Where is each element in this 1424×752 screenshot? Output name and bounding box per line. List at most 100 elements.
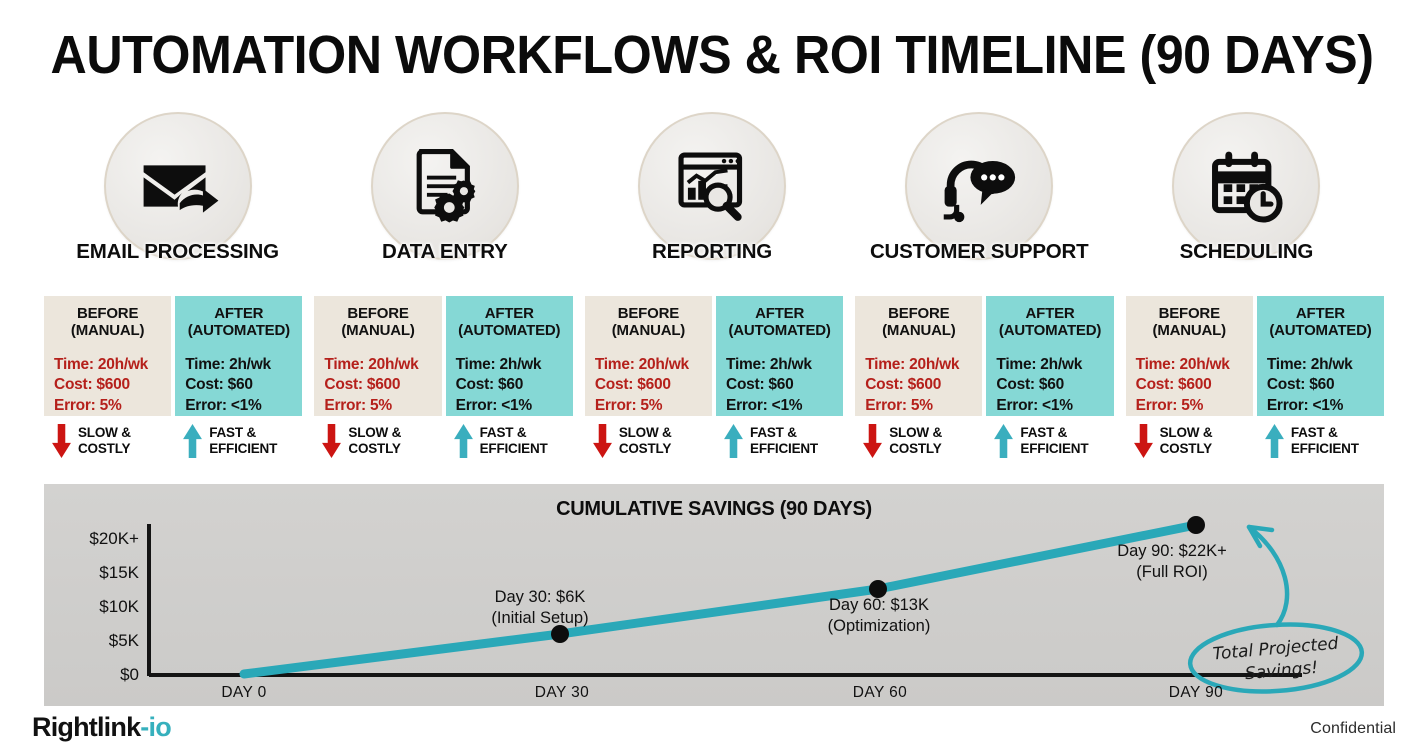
after-header: AFTER (AUTOMATED) xyxy=(716,296,844,348)
comparison-row: BEFORE (MANUAL) Time: 20h/wk Cost: $600 … xyxy=(855,296,1114,416)
after-header: AFTER (AUTOMATED) xyxy=(1256,296,1385,348)
logo[interactable]: Rightlink-io xyxy=(32,712,172,743)
headset-chat-icon xyxy=(943,160,1016,223)
before-verdict: SLOW & COSTLY xyxy=(585,424,712,458)
before-cost: Cost: $600 xyxy=(324,376,401,394)
after-cell: AFTER (AUTOMATED) Time: 2h/wk Cost: $60 … xyxy=(1256,296,1385,416)
workflow-label: REPORTING xyxy=(651,240,773,263)
arrow-down-icon xyxy=(1133,424,1153,458)
x-tick-label: DAY 0 xyxy=(221,684,266,701)
y-tick-label: $10K xyxy=(99,597,139,616)
before-time: Time: 20h/wk xyxy=(594,356,689,373)
verdict-line2: EFFICIENT xyxy=(1290,441,1359,456)
dashboard-magnifier-icon xyxy=(678,152,743,221)
workflow-icon-reporting[interactable]: REPORTING xyxy=(578,112,845,277)
after-verdict: FAST & EFFICIENT xyxy=(986,424,1113,458)
after-header-line2: (AUTOMATED) xyxy=(187,322,290,339)
document-gears-icon xyxy=(416,149,476,223)
after-header-line1: AFTER xyxy=(1025,304,1075,322)
arrow-up-icon xyxy=(994,424,1014,458)
cumulative-savings-chart: CUMULATIVE SAVINGS (90 DAYS) $20K+ $15K … xyxy=(44,484,1384,706)
after-header-line1: AFTER xyxy=(755,304,805,322)
chart-svg: $20K+ $15K $10K $5K $0 Day 30: $6K (Init… xyxy=(89,516,1365,701)
verdict-line2: EFFICIENT xyxy=(209,441,278,456)
verdict-line2: COSTLY xyxy=(889,441,942,456)
after-verdict: FAST & EFFICIENT xyxy=(1257,424,1384,458)
verdict-row: SLOW & COSTLY FAST & EFFICIENT xyxy=(585,424,843,458)
workflow-icon-customer-support[interactable]: CUSTOMER SUPPORT xyxy=(846,112,1113,277)
workflow-icon-data-entry[interactable]: DATA ENTRY xyxy=(311,112,578,277)
comparison-group-email: BEFORE (MANUAL) Time: 20h/wk Cost: $600 … xyxy=(44,296,303,480)
after-header-line2: (AUTOMATED) xyxy=(998,322,1102,339)
calendar-clock-icon xyxy=(1212,151,1283,223)
callout-arrow xyxy=(1246,524,1290,628)
after-metrics: Time: 2h/wk Cost: $60 Error: <1% xyxy=(175,348,303,416)
verdict-line1: FAST & xyxy=(209,424,257,440)
before-header-line1: BEFORE xyxy=(1158,304,1221,322)
y-tick-label: $20K+ xyxy=(89,529,139,548)
before-verdict-text: SLOW & COSTLY xyxy=(78,425,131,457)
icon-circle xyxy=(638,112,786,260)
after-header-line1: AFTER xyxy=(484,304,534,322)
after-header: AFTER (AUTOMATED) xyxy=(986,296,1114,348)
comparison-group-scheduling: BEFORE (MANUAL) Time: 20h/wk Cost: $600 … xyxy=(1125,296,1385,480)
point-label-day60-line2: (Optimization) xyxy=(828,617,931,635)
envelope-forward-icon xyxy=(143,165,219,213)
after-time: Time: 2h/wk xyxy=(996,356,1083,373)
before-header-line2: (MANUAL) xyxy=(341,322,415,339)
after-cell: AFTER (AUTOMATED) Time: 2h/wk Cost: $60 … xyxy=(445,296,573,416)
data-point-day90 xyxy=(1187,516,1205,534)
arrow-down-icon xyxy=(322,424,342,458)
comparison-row: BEFORE (MANUAL) Time: 20h/wk Cost: $600 … xyxy=(584,296,844,416)
before-time: Time: 20h/wk xyxy=(865,356,960,373)
arrow-down-icon xyxy=(52,424,71,458)
workflow-icon-email[interactable]: EMAIL PROCESSING xyxy=(44,112,311,277)
confidential-label: Confidential xyxy=(1310,720,1396,737)
icon-circle xyxy=(905,112,1054,260)
verdict-row: SLOW & COSTLY FAST & EFFICIENT xyxy=(855,424,1113,458)
before-verdict-text: SLOW & COSTLY xyxy=(348,425,401,457)
point-label-day30-line1: Day 30: $6K xyxy=(495,588,586,606)
before-cost: Cost: $600 xyxy=(1135,376,1212,394)
x-tick-label: DAY 90 xyxy=(1169,684,1223,701)
before-verdict: SLOW & COSTLY xyxy=(1126,424,1253,458)
footer: Rightlink-io Confidential xyxy=(0,706,1424,752)
after-error: Error: <1% xyxy=(185,396,262,414)
after-cost: Cost: $60 xyxy=(185,376,253,394)
verdict-line1: FAST & xyxy=(1020,424,1068,440)
comparison-group-reporting: BEFORE (MANUAL) Time: 20h/wk Cost: $600 … xyxy=(584,296,844,480)
after-verdict-text: FAST & EFFICIENT xyxy=(480,425,548,457)
verdict-line1: SLOW & xyxy=(1159,424,1213,440)
before-after-panels: BEFORE (MANUAL) Time: 20h/wk Cost: $600 … xyxy=(44,296,1385,480)
before-header: BEFORE (MANUAL) xyxy=(584,296,713,348)
verdict-line1: FAST & xyxy=(1290,424,1338,440)
callout-line1: Total Projected xyxy=(1212,634,1339,665)
before-verdict: SLOW & COSTLY xyxy=(855,424,982,458)
verdict-line1: SLOW & xyxy=(78,424,131,440)
verdict-line1: FAST & xyxy=(479,424,527,440)
point-label-day60-line1: Day 60: $13K xyxy=(829,596,929,614)
after-header: AFTER (AUTOMATED) xyxy=(445,296,573,348)
before-cell: BEFORE (MANUAL) Time: 20h/wk Cost: $600 … xyxy=(855,296,983,416)
workflow-label: SCHEDULING xyxy=(1179,240,1314,263)
before-metrics: Time: 20h/wk Cost: $600 Error: 5% xyxy=(44,348,172,416)
verdict-line2: COSTLY xyxy=(348,441,401,456)
before-error: Error: 5% xyxy=(1135,396,1204,414)
comparison-group-data-entry: BEFORE (MANUAL) Time: 20h/wk Cost: $600 … xyxy=(314,296,573,480)
before-cell: BEFORE (MANUAL) Time: 20h/wk Cost: $600 … xyxy=(44,296,172,416)
icon-circle xyxy=(1172,112,1321,260)
icon-circle xyxy=(370,112,519,260)
arrow-up-icon xyxy=(724,424,743,458)
after-header-line1: AFTER xyxy=(214,304,264,322)
after-header-line2: (AUTOMATED) xyxy=(458,322,561,339)
verdict-line1: SLOW & xyxy=(348,424,402,440)
y-tick-label: $15K xyxy=(99,563,139,582)
verdict-line2: COSTLY xyxy=(618,441,672,456)
workflow-icon-scheduling[interactable]: SCHEDULING xyxy=(1113,112,1380,277)
verdict-line1: SLOW & xyxy=(618,424,672,440)
before-header: BEFORE (MANUAL) xyxy=(314,296,442,348)
before-error: Error: 5% xyxy=(324,396,392,414)
after-verdict: FAST & EFFICIENT xyxy=(446,424,573,458)
callout-ellipse xyxy=(1187,622,1365,694)
data-point-day60 xyxy=(869,580,887,598)
